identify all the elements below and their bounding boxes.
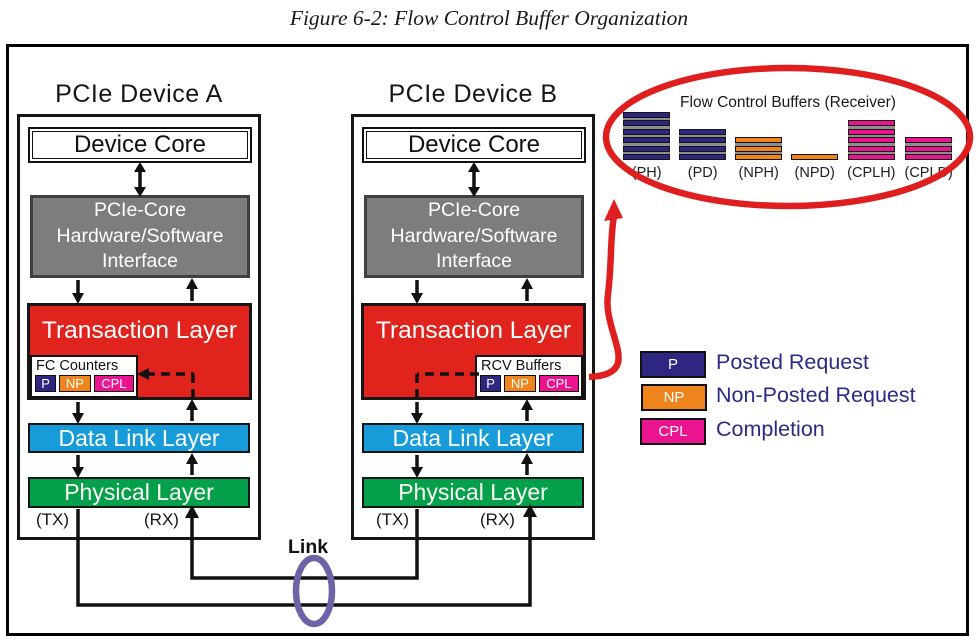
buffer-bars bbox=[847, 120, 895, 160]
posted-chip: P bbox=[35, 375, 57, 392]
buffer-bar bbox=[847, 137, 895, 143]
device-b-box: Device Core PCIe-Core Hardware/Software … bbox=[351, 114, 595, 540]
device-a-interface-box: PCIe-Core Hardware/Software Interface bbox=[30, 195, 250, 278]
legend-non-posted-label: Non-Posted Request bbox=[716, 383, 916, 407]
buffer-bar bbox=[905, 145, 953, 152]
fc-counters-title: FC Counters bbox=[36, 358, 119, 374]
device-a-physical-layer: Physical Layer bbox=[28, 477, 250, 508]
link-label: Link bbox=[288, 536, 329, 558]
buffer-stack: (CPLD) bbox=[905, 137, 953, 181]
interface-line: Hardware/Software bbox=[390, 224, 558, 247]
device-a-box: Device Core PCIe-Core Hardware/Software … bbox=[17, 114, 261, 540]
buffer-bar bbox=[623, 154, 671, 160]
buffer-stack-label: (NPH) bbox=[738, 165, 779, 181]
device-b-data-link-layer: Data Link Layer bbox=[362, 423, 584, 453]
buffer-bar bbox=[735, 154, 783, 160]
device-a-tx-label: (TX) bbox=[36, 510, 70, 529]
buffer-stack: (NPH) bbox=[735, 137, 783, 181]
buffer-bars bbox=[679, 128, 727, 160]
device-b-transaction-layer: Transaction Layer RCV Buffers P NP CPL bbox=[361, 303, 586, 400]
buffer-stacks: (PH) (PD) (NPH) (NPD) (CPLH) (CPLD) bbox=[605, 111, 971, 181]
buffer-stack-label: (CPLH) bbox=[847, 165, 896, 181]
fc-counters-box: FC Counters P NP CPL bbox=[30, 355, 138, 398]
buffer-bar bbox=[679, 154, 727, 160]
buffer-bar bbox=[623, 145, 671, 152]
interface-line: Interface bbox=[436, 250, 512, 273]
non-posted-chip: NP bbox=[504, 375, 536, 392]
device-b-tx-label: (TX) bbox=[376, 510, 410, 529]
device-b-physical-layer: Physical Layer bbox=[362, 477, 584, 508]
legend-posted-label: Posted Request bbox=[716, 350, 869, 374]
device-b-title: PCIe Device B bbox=[388, 80, 558, 108]
buffer-bar bbox=[735, 137, 783, 143]
buffer-bars bbox=[905, 137, 953, 160]
transaction-layer-label: Transaction Layer bbox=[41, 317, 238, 344]
buffer-stack-label: (CPLD) bbox=[904, 165, 953, 181]
transaction-layer-label: Transaction Layer bbox=[375, 317, 572, 344]
rcv-buffers-title: RCV Buffers bbox=[481, 358, 562, 374]
device-b-interface-box: PCIe-Core Hardware/Software Interface bbox=[364, 195, 584, 278]
buffer-bar bbox=[735, 145, 783, 152]
device-a-title: PCIe Device A bbox=[55, 80, 223, 108]
device-b-rx-label: (RX) bbox=[480, 510, 515, 529]
rcv-buffers-box: RCV Buffers P NP CPL bbox=[475, 355, 583, 398]
buffer-stack: (PH) bbox=[623, 111, 671, 181]
buffer-bar bbox=[623, 111, 671, 118]
legend-non-posted-chip: NP bbox=[641, 384, 707, 411]
interface-line: Interface bbox=[102, 250, 178, 273]
fc-counter-chips: P NP CPL bbox=[34, 375, 134, 392]
buffer-bar bbox=[847, 145, 895, 152]
buffer-stack-label: (PD) bbox=[687, 165, 718, 181]
buffer-bar bbox=[791, 154, 839, 160]
device-a-data-link-layer: Data Link Layer bbox=[28, 423, 250, 453]
buffer-bar bbox=[679, 128, 727, 135]
device-a-core-box: Device Core bbox=[28, 127, 252, 163]
buffer-bar bbox=[847, 154, 895, 160]
buffer-bar bbox=[847, 128, 895, 135]
legend-completion-label: Completion bbox=[716, 417, 825, 441]
interface-line: Hardware/Software bbox=[56, 224, 224, 247]
buffer-stack: (NPD) bbox=[791, 154, 839, 181]
buffer-bar bbox=[623, 120, 671, 126]
buffer-bars bbox=[623, 111, 671, 160]
buffer-bar bbox=[905, 154, 953, 160]
posted-chip: P bbox=[480, 375, 502, 392]
buffer-bar bbox=[847, 120, 895, 126]
completion-chip: CPL bbox=[93, 375, 134, 392]
rcv-buffer-chips: P NP CPL bbox=[479, 375, 579, 392]
buffer-stack-label: (NPD) bbox=[794, 165, 835, 181]
non-posted-chip: NP bbox=[59, 375, 91, 392]
legend-completion-chip: CPL bbox=[640, 418, 706, 445]
buffer-bar bbox=[623, 128, 671, 135]
buffer-bar bbox=[623, 137, 671, 143]
buffer-stack: (PD) bbox=[679, 128, 727, 181]
flow-control-buffers-title: Flow Control Buffers (Receiver) bbox=[680, 94, 896, 111]
completion-chip: CPL bbox=[538, 375, 579, 392]
buffer-bar bbox=[679, 145, 727, 152]
buffer-bars bbox=[791, 154, 839, 160]
device-a-rx-label: (RX) bbox=[144, 510, 179, 529]
buffer-bar bbox=[679, 137, 727, 143]
device-b-core-box: Device Core bbox=[362, 127, 586, 163]
legend-posted-chip: P bbox=[640, 351, 706, 378]
buffer-bar bbox=[905, 137, 953, 143]
figure-caption: Figure 6-2: Flow Control Buffer Organiza… bbox=[289, 6, 689, 30]
buffer-bars bbox=[735, 137, 783, 160]
flow-control-buffers-callout: Flow Control Buffers (Receiver) (PH) (PD)… bbox=[605, 94, 971, 181]
buffer-stack-label: (PH) bbox=[631, 165, 662, 181]
device-a-transaction-layer: Transaction Layer FC Counters P NP CPL bbox=[27, 303, 252, 400]
interface-line: PCIe-Core bbox=[427, 199, 521, 222]
interface-line: PCIe-Core bbox=[93, 199, 187, 222]
buffer-stack: (CPLH) bbox=[847, 120, 896, 181]
